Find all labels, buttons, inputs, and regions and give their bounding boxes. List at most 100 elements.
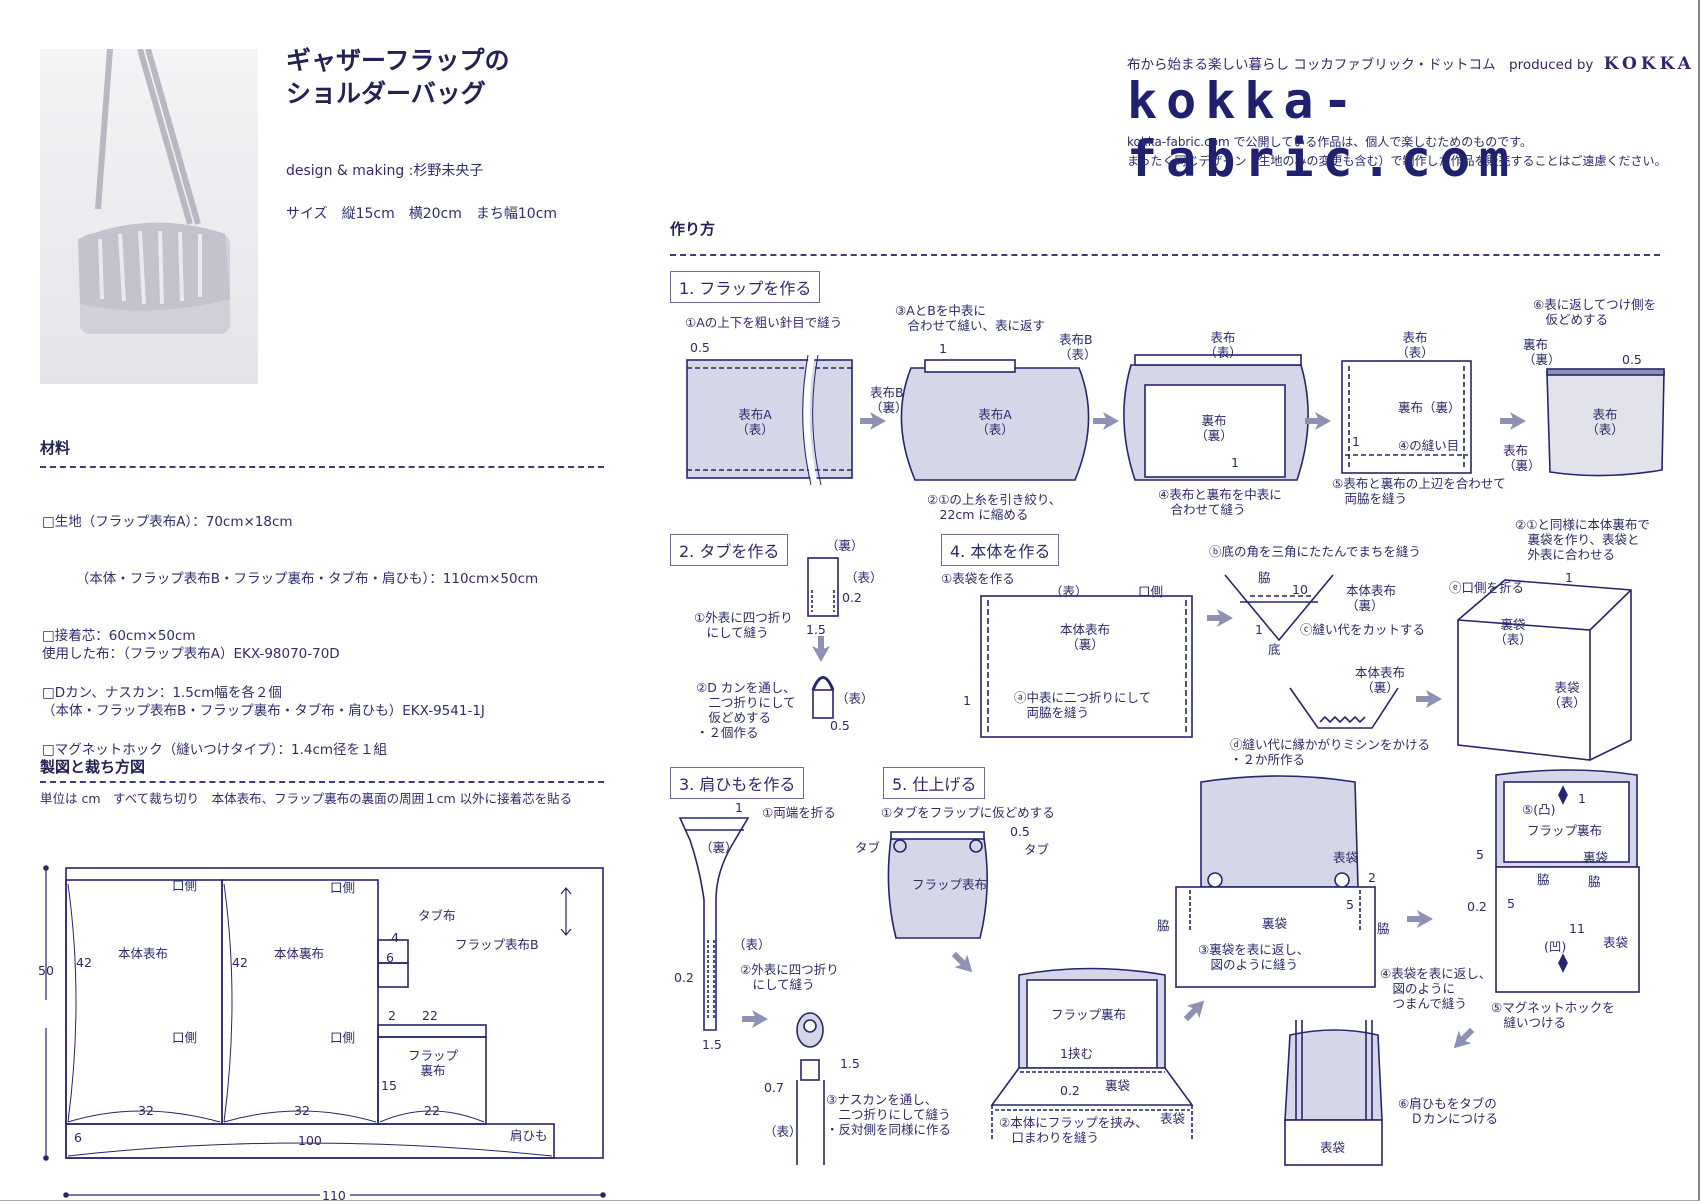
step-label: 表袋: [1603, 935, 1629, 950]
used-fabric-2: （本体・フラップ表布B・フラップ裏布・タブ布・肩ひも）EKX-9541-1J: [42, 703, 485, 719]
howto-heading: 作り方: [670, 220, 716, 238]
step-label: 表布A （表）: [736, 407, 774, 437]
material-item: □Dカン、ナスカン：1.5cm幅を各２個: [42, 685, 282, 701]
step-label: 本体表布 （裏）: [1346, 583, 1397, 613]
material-item: □生地（フラップ表布A）：70cm×18cm: [42, 514, 293, 530]
step-label: ②外表に四つ折り にして縫う: [740, 962, 839, 992]
step-label: ①両端を折る: [762, 805, 836, 820]
usage-notice: kokka-fabric.com で公開している作品は、個人で楽しむためのもので…: [1127, 133, 1667, 171]
step-label: ⓓ縫い代に縁かがりミシンをかける ・２か所作る: [1230, 737, 1431, 767]
step-label: 1: [1578, 791, 1586, 806]
used-fabrics: 使用した布：（フラップ表布A）EKX-98070-70D （本体・フラップ表布B…: [42, 607, 485, 740]
step-label: 0.2: [1467, 899, 1487, 914]
step-label: 裏袋: [1262, 916, 1288, 931]
step-label: ①Aの上下を粗い針目で縫う: [685, 315, 843, 330]
step-label: （表）: [845, 570, 883, 585]
cutting-label: 32: [138, 1103, 154, 1118]
cutting-label: 本体表布: [118, 946, 169, 961]
materials-list: □生地（フラップ表布A）：70cm×18cm （本体・フラップ表布B・フラップ裏…: [42, 475, 538, 779]
step-label: 5: [1346, 897, 1354, 912]
step-label: 1: [1565, 570, 1573, 585]
step-label: (凹): [1544, 939, 1567, 954]
step4-heading: 4. 本体を作る: [941, 534, 1060, 566]
step-label: 表布 （表）: [1396, 330, 1434, 360]
divider: [40, 781, 604, 783]
step-label: 裏布 （裏）: [1195, 413, 1233, 443]
step-label: 裏袋 （表）: [1494, 617, 1532, 647]
step-label: （裏）: [700, 840, 738, 855]
step-label: 1.5: [806, 622, 826, 637]
cutting-note: 単位は cm すべて裁ち切り 本体表布、フラップ裏布の裏面の周囲１cm 以外に接…: [40, 791, 573, 806]
cutting-label: 42: [76, 955, 92, 970]
step-label: 0.2: [1060, 1083, 1080, 1098]
step-label: （表）: [764, 1124, 802, 1139]
material-item: □接着芯：60cm×50cm: [42, 628, 196, 644]
step1-heading: 1. フラップを作る: [670, 271, 821, 303]
tagline: 布から始まる楽しい暮らし コッカファブリック・ドットコム produced by…: [1127, 53, 1695, 74]
step-label: 0.5: [1622, 352, 1642, 367]
step-label: ④表布と裏布を中表に 合わせて縫う: [1158, 487, 1282, 517]
step-label: タブ: [1024, 842, 1050, 857]
step-label: 本体表布 （裏）: [1059, 622, 1111, 652]
step-label: ②①と同様に本体裏布で 裏袋を作り、表袋と 外表に合わせる: [1515, 517, 1650, 562]
cutting-label: 110: [322, 1188, 346, 1203]
step-label: 0.5: [1010, 824, 1030, 839]
step-label: 表袋 （表）: [1548, 680, 1586, 710]
step-label: 1: [1255, 622, 1263, 637]
step-label: 10: [1292, 582, 1308, 597]
cutting-label: 口側: [330, 1030, 356, 1045]
step-label: ①表袋を作る: [941, 571, 1015, 586]
bag-photo: [40, 48, 258, 384]
step-label: 1.5: [840, 1056, 860, 1071]
step-label: 表袋: [1160, 1111, 1186, 1126]
step-label: 0.2: [842, 590, 862, 605]
step-label: 裏布（裏）: [1398, 400, 1461, 415]
cutting-label: 6: [386, 950, 394, 965]
step-label: 1挟む: [1060, 1046, 1093, 1061]
step-label: 表袋: [1320, 1140, 1346, 1155]
cutting-label: フラップ表布B: [455, 937, 539, 952]
step-label: 脇: [1157, 918, 1170, 933]
step-label: ⓑ底の角を三角にたたんでまちを縫う: [1209, 544, 1421, 559]
brand-kokka: KOKKA: [1603, 54, 1695, 74]
step-label: ⑥肩ひもをタブの Ｄカンにつける: [1398, 1096, 1499, 1126]
step-label: フラップ裏布: [1051, 1007, 1127, 1022]
materials-heading: 材料: [40, 439, 71, 457]
step-label: 1: [1352, 434, 1360, 449]
step-label: ①外表に四つ折り にして縫う: [694, 610, 793, 640]
step-label: 表布B （裏）: [870, 385, 908, 415]
site-logo[interactable]: kokka-fabric.com: [1127, 72, 1519, 188]
step4-drawings: [980, 574, 1632, 761]
cutting-label: 本体裏布: [274, 946, 325, 961]
cutting-label: 肩ひも: [510, 1128, 548, 1143]
step-label: （表）: [1050, 584, 1088, 599]
step-label: ⓒ縫い代をカットする: [1300, 622, 1426, 637]
step-label: （表）: [733, 937, 771, 952]
step-label: ⑤マグネットホックを 縫いつける: [1491, 1000, 1615, 1030]
step5-drawings: [887, 769, 1640, 1166]
step-label: （裏）: [826, 538, 864, 553]
step3-drawings: [678, 817, 825, 1165]
step-label: 0.5: [830, 718, 850, 733]
cutting-label: 22: [424, 1103, 440, 1118]
step-label: 裏袋: [1105, 1078, 1131, 1093]
tagline-text: 布から始まる楽しい暮らし コッカファブリック・ドットコム produced by: [1127, 57, 1594, 73]
step-label: 1: [939, 341, 947, 356]
cutting-label: 2: [388, 1008, 396, 1023]
step-label: 2: [1368, 870, 1376, 885]
page-title: ギャザーフラップの ショルダーバッグ: [286, 44, 510, 110]
used-fabric-1: 使用した布：（フラップ表布A）EKX-98070-70D: [42, 646, 340, 662]
step-label: ③AとBを中表に 合わせて縫い、表に返す: [895, 303, 1046, 333]
step-label: 脇: [1537, 872, 1550, 887]
step-label: 1: [735, 800, 743, 815]
step-label: 0.5: [690, 340, 710, 355]
cutting-label: タブ布: [418, 908, 456, 923]
step-label: ⑤(凸): [1522, 802, 1556, 817]
cutting-label: 32: [294, 1103, 310, 1118]
step-label: フラップ裏布: [1527, 823, 1603, 838]
step-label: フラップ表布: [912, 877, 988, 892]
material-item: （本体・フラップ表布B・フラップ裏布・タブ布・肩ひも）：110cm×50cm: [42, 571, 539, 587]
step-label: ②D カンを通し、 二つ折りにして 仮どめする ・２個作る: [696, 680, 796, 740]
